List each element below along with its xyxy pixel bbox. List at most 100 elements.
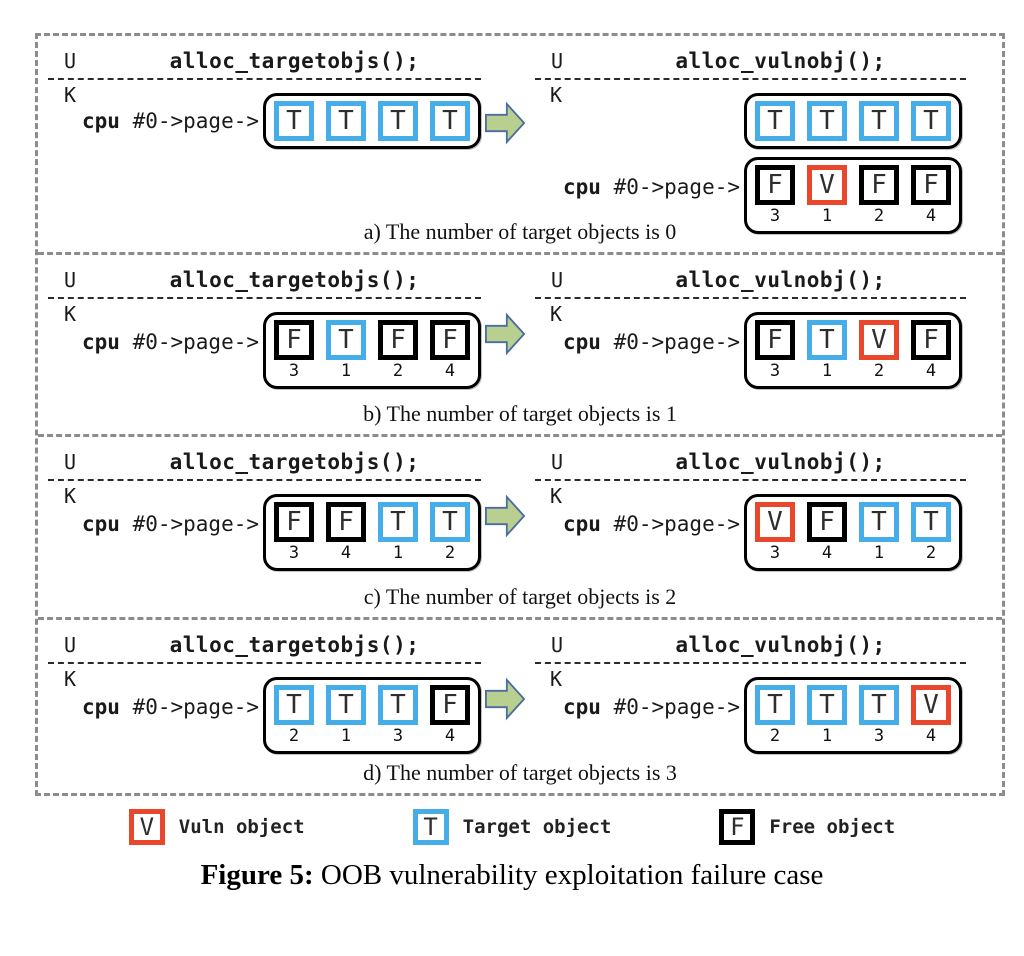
slot-number: 1 (821, 726, 833, 746)
free-object-box: F (430, 320, 470, 360)
free-object-box: F (430, 685, 470, 725)
free-object-box: F (859, 165, 899, 205)
legend-label: Free object (769, 816, 896, 838)
figure-caption: Figure 5: OOB vulnerability exploitation… (0, 859, 1024, 892)
slot-number: 3 (392, 726, 404, 746)
panel-c: U alloc_targetobjs(); K cpu #0->page-> F… (38, 434, 1002, 617)
free-object-box: F (755, 165, 795, 205)
cpu-page-pointer-label: cpu #0->page-> (562, 694, 740, 719)
target-object-slot: T (274, 101, 314, 141)
slot-number: 4 (340, 543, 352, 563)
target-object-slot: T (755, 101, 795, 141)
target-object-box: T (807, 101, 847, 141)
target-object-slot: T (859, 101, 899, 141)
target-object-box: T (378, 101, 418, 141)
alloc-vulnobj-call: alloc_vulnobj(); (675, 450, 886, 474)
alloc-targetobjs-call: alloc_targetobjs(); (169, 268, 420, 292)
userspace-header: U alloc_vulnobj(); (535, 625, 966, 664)
slot-number: 2 (873, 361, 885, 381)
user-space-label: U (64, 268, 77, 292)
userspace-header: U alloc_vulnobj(); (535, 442, 966, 481)
slot-number: 2 (925, 543, 937, 563)
vuln-object-box: V (755, 502, 795, 542)
slot-number: 1 (821, 206, 833, 226)
target-object-box: T (859, 101, 899, 141)
kernel-space-label: K (550, 667, 563, 691)
userspace-header: U alloc_targetobjs(); (48, 442, 481, 481)
target-object-box: T (274, 101, 314, 141)
alloc-vulnobj-call: alloc_vulnobj(); (675, 268, 886, 292)
kernel-space-label: K (550, 83, 563, 107)
userspace-header: U alloc_targetobjs(); (48, 260, 481, 299)
target-object-slot: T (378, 101, 418, 141)
target-object-box: T (430, 502, 470, 542)
panel-caption: a) The number of target objects is 0 (363, 219, 677, 244)
figure-diagram: U alloc_targetobjs(); K cpu #0->page-> T… (35, 33, 1005, 796)
target-object-box: T (859, 502, 899, 542)
panel-b: U alloc_targetobjs(); K cpu #0->page-> F… (38, 252, 1002, 434)
vuln-object-box: V (911, 685, 951, 725)
free-object-box: F (911, 165, 951, 205)
slot-number: 3 (769, 543, 781, 563)
target-object-box: T (326, 685, 366, 725)
slot-number: 2 (288, 726, 300, 746)
free-object-box: F (755, 320, 795, 360)
free-object-box: F (378, 320, 418, 360)
target-object-slot: T (326, 101, 366, 141)
slot-number: 4 (925, 206, 937, 226)
target-object-box: T (412, 809, 449, 845)
vuln-object-box: V (807, 165, 847, 205)
cpu-page-pointer-label: cpu #0->page-> (81, 694, 259, 719)
slot-number: 4 (444, 726, 456, 746)
kernel-space-label: K (64, 667, 77, 691)
slot-number: 2 (873, 206, 885, 226)
alloc-vulnobj-call: alloc_vulnobj(); (675, 49, 886, 73)
panel-a-left-half: U alloc_targetobjs(); K cpu #0->page-> T… (38, 41, 505, 252)
target-object-slot: T (430, 101, 470, 141)
free-object-box: F (719, 809, 756, 845)
target-object-box: T (326, 320, 366, 360)
flow-arrow-icon (485, 494, 525, 538)
target-object-box: T (807, 320, 847, 360)
figure-caption-number: Figure 5: (200, 859, 314, 891)
user-space-label: U (64, 633, 77, 657)
kernel-space-label: K (64, 83, 77, 107)
panel-a: U alloc_targetobjs(); K cpu #0->page-> T… (38, 36, 1002, 252)
user-space-label: U (551, 633, 564, 657)
cpu-page-pointer-label: cpu #0->page-> (81, 511, 259, 536)
target-object-box: T (378, 685, 418, 725)
cpu-page-pointer-label: cpu #0->page-> (81, 329, 259, 354)
free-object-box: F (326, 502, 366, 542)
panel-d: U alloc_targetobjs(); K cpu #0->page-> T… (38, 617, 1002, 793)
slot-number: 1 (821, 361, 833, 381)
panel-d-left-half: U alloc_targetobjs(); K cpu #0->page-> T… (38, 625, 505, 793)
